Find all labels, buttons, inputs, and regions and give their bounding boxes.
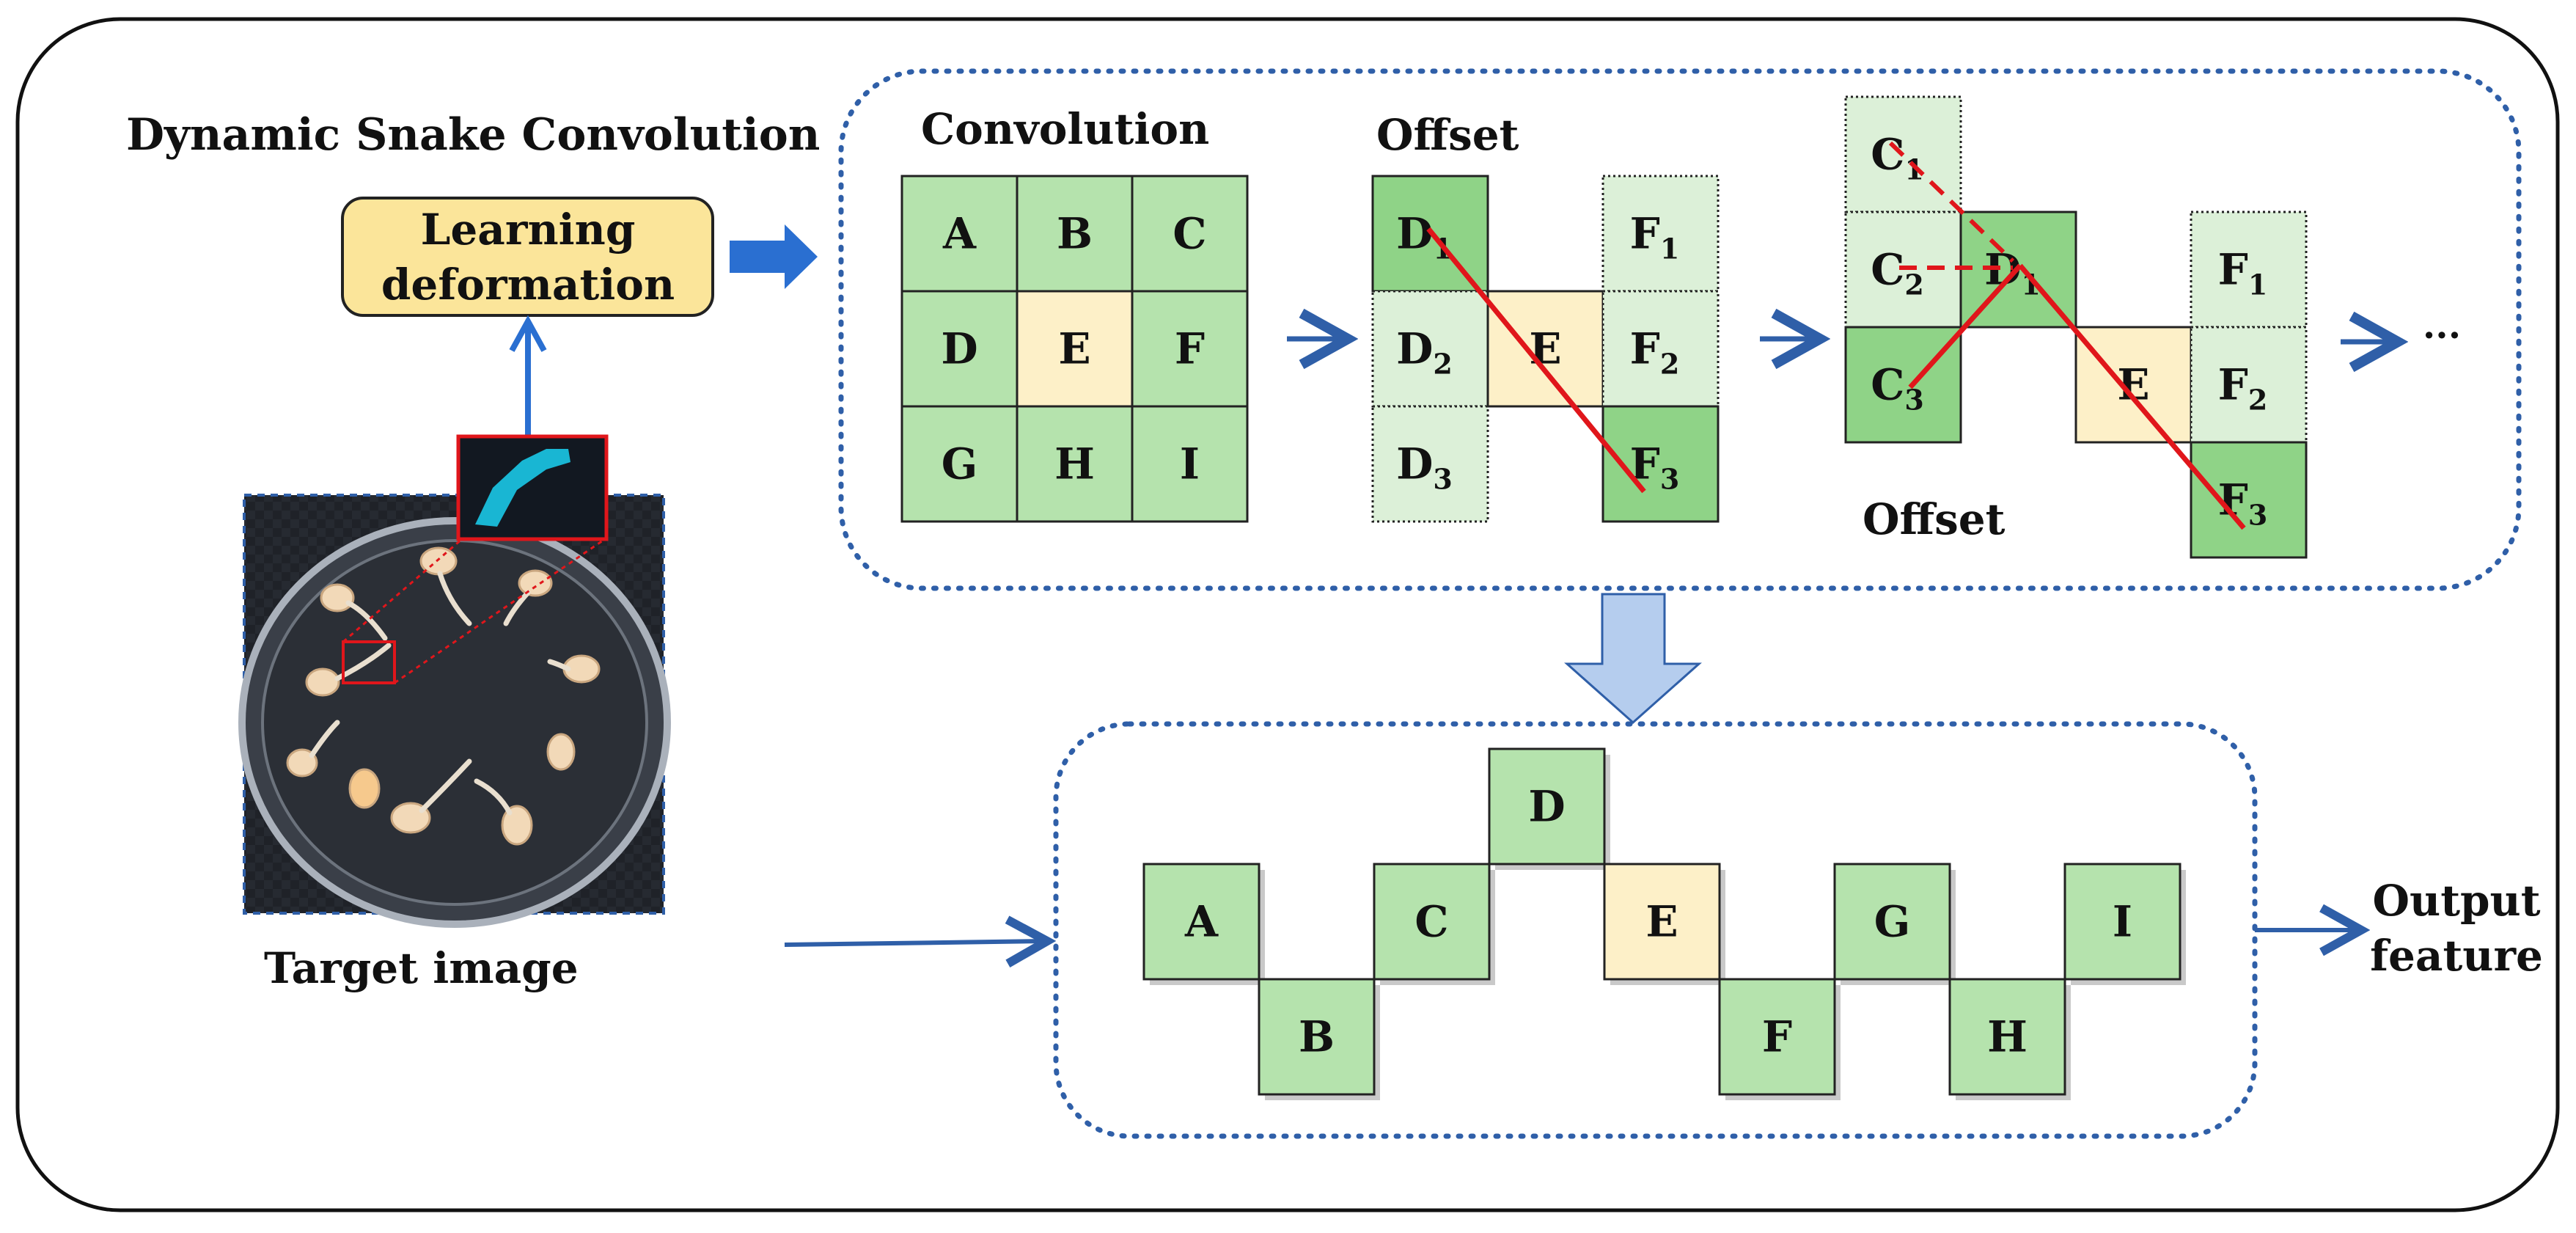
snake-cell-h-label: H <box>1987 1012 2028 1062</box>
conv-cell-b: B <box>1016 175 1134 293</box>
offset1-cell-d3: D3 <box>1371 405 1489 523</box>
offset1-grid: D1D2D3EF1F2F3 <box>1371 175 1720 523</box>
offset-title-2: Offset <box>1863 494 2006 544</box>
snake-cell-i: I <box>2063 863 2186 985</box>
snake-grid: A B C D E F G H I <box>1142 747 2186 1100</box>
conv-cell-h-label: H <box>1054 439 1095 489</box>
offset2-cell-f1-label: F1 <box>2218 245 2268 301</box>
conv-cell-d-label: D <box>941 324 977 374</box>
conv-cell-f: F <box>1131 290 1249 408</box>
snake-cell-a: A <box>1142 863 1265 985</box>
conv-cell-c-label: C <box>1173 209 1206 259</box>
snake-cell-d: D <box>1488 747 1610 870</box>
snake-cell-i-label: I <box>2113 897 2132 947</box>
snake-cell-e-label: E <box>1645 897 1678 947</box>
offset2-cell-c3: C3 <box>1844 326 1962 444</box>
offset2-cell-f1: F1 <box>2190 211 2308 329</box>
offset2-cell-c1-label: C1 <box>1871 130 1924 186</box>
snake-cell-c-label: C <box>1414 897 1448 947</box>
target-image <box>238 434 671 928</box>
continuation-ellipsis: ··· <box>2423 313 2461 356</box>
conv-cell-i: I <box>1131 405 1249 523</box>
conv-cell-e: E <box>1016 290 1134 408</box>
snake-cell-g: G <box>1833 863 1956 985</box>
offset1-cell-d2: D2 <box>1371 290 1489 408</box>
offset2-cell-c3-label: C3 <box>1871 360 1924 417</box>
snake-cell-b: B <box>1258 978 1380 1100</box>
offset2-main-path <box>2018 263 2246 530</box>
convolution-grid: A B C D E F G H I <box>900 175 1249 523</box>
image-to-learning-arrow-head <box>509 315 547 352</box>
snake-cell-g-label: G <box>1874 897 1911 947</box>
offset1-cell-d3-label: D3 <box>1396 439 1453 496</box>
image-to-snake-arrow <box>784 941 1047 945</box>
conv-cell-d: D <box>900 290 1019 408</box>
conv-cell-f-label: F <box>1175 324 1205 374</box>
conv-cell-b-label: B <box>1057 209 1093 259</box>
conv-cell-i-label: I <box>1180 439 1200 489</box>
offset1-cell-f2: F2 <box>1601 290 1720 408</box>
snake-cell-a-label: A <box>1184 897 1219 947</box>
offset2-dash-c1 <box>1888 141 2015 263</box>
offset1-cell-e: E <box>1486 290 1604 408</box>
conv-cell-a: A <box>900 175 1019 293</box>
offset1-cell-f1: F1 <box>1601 175 1720 293</box>
conv-cell-a-label: A <box>942 209 977 259</box>
conv-cell-h: H <box>1016 405 1134 523</box>
snake-cell-d-label: D <box>1528 782 1565 832</box>
convolution-panel <box>838 68 2522 591</box>
offset2-cell-c2-label: C2 <box>1871 245 1924 301</box>
learning-deformation-line1: Learning <box>421 205 636 255</box>
conv-cell-g-label: G <box>942 439 978 489</box>
diagram-title: Dynamic Snake Convolution <box>126 109 820 161</box>
offset2-cell-f2: F2 <box>2190 326 2308 444</box>
offset2-cell-f2-label: F2 <box>2218 360 2268 417</box>
convolution-title: Convolution <box>921 104 1209 154</box>
snake-cell-f: F <box>1718 978 1841 1100</box>
snake-cell-c: C <box>1373 863 1495 985</box>
snake-cell-b-label: B <box>1299 1012 1335 1062</box>
learning-to-panel-arrow <box>730 224 818 289</box>
conv-cell-e-label: E <box>1058 324 1090 374</box>
offset1-cell-f2-label: F2 <box>1630 324 1680 381</box>
output-label-line2: feature <box>2370 931 2543 981</box>
learning-deformation-line2: deformation <box>381 260 675 310</box>
offset1-cell-f1-label: F1 <box>1630 209 1680 266</box>
offset1-cell-e-label: E <box>1529 324 1561 374</box>
offset2-cell-f3: F3 <box>2190 441 2308 559</box>
offset1-cell-d2-label: D2 <box>1396 324 1453 381</box>
conv-cell-g: G <box>900 405 1019 523</box>
panel-down-arrow <box>1564 593 1702 725</box>
offset2-cell-e: E <box>2074 326 2192 444</box>
output-label-line1: Output <box>2373 876 2541 926</box>
offset1-path <box>1426 227 1646 494</box>
learning-deformation-box <box>341 197 714 317</box>
offset2-branch-path <box>1908 263 2022 389</box>
snake-cell-e: E <box>1603 863 1725 985</box>
snake-cell-h: H <box>1948 978 2071 1100</box>
target-image-label: Target image <box>264 943 579 993</box>
offset-title-1: Offset <box>1376 110 1519 160</box>
conv-cell-c: C <box>1131 175 1249 293</box>
snake-cell-f-label: F <box>1762 1012 1792 1062</box>
